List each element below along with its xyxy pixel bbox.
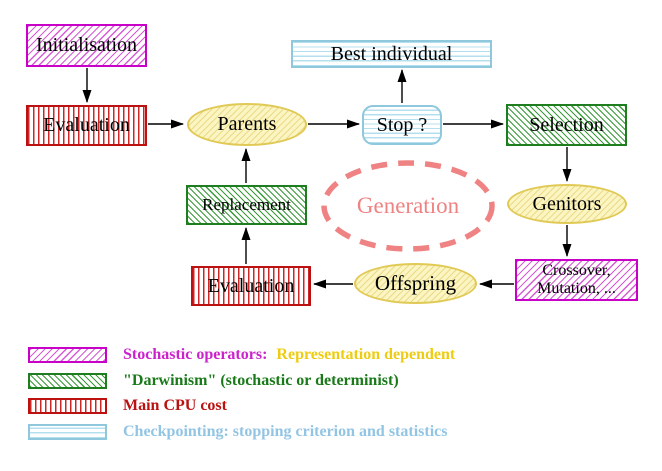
node-replacement: Replacement <box>186 185 307 225</box>
legend-label-cpu-cost: Main CPU cost <box>123 397 227 414</box>
legend-row-checkpointing: Checkpointing: stopping criterion and st… <box>28 424 447 440</box>
node-stop: Stop ? <box>362 105 442 145</box>
node-offspring: Offspring <box>354 263 477 304</box>
legend-swatch-checkpointing <box>28 424 107 440</box>
node-genitors: Genitors <box>507 184 627 224</box>
generation-dashed-ellipse <box>321 160 495 252</box>
legend-row-cpu-cost: Main CPU cost <box>28 398 227 414</box>
crossover-line2: Mutation, ... <box>537 280 616 297</box>
node-selection: Selection <box>506 104 627 146</box>
node-parents: Parents <box>187 103 307 146</box>
legend-label-checkpointing: Checkpointing: stopping criterion and st… <box>123 423 448 440</box>
legend-swatch-stochastic-operators <box>28 347 107 363</box>
crossover-line1: Crossover, <box>542 262 611 279</box>
legend-label-darwinism: "Darwinism" (stochastic or determinist) <box>123 372 399 389</box>
node-initialisation: Initialisation <box>26 24 147 67</box>
node-best-individual: Best individual <box>291 40 492 68</box>
node-crossover-mutation: Crossover, Mutation, ... <box>515 259 638 301</box>
node-evaluation-top: Evaluation <box>26 105 147 146</box>
legend-label-representation: Representation dependent <box>276 346 456 363</box>
legend-row-darwinism: "Darwinism" (stochastic or determinist) <box>28 373 399 389</box>
legend-swatch-cpu-cost <box>28 398 107 414</box>
legend-swatch-darwinism <box>28 373 107 389</box>
node-evaluation-bottom: Evaluation <box>191 266 311 306</box>
legend-row-stochastic: Stochastic operators: Representation dep… <box>28 347 455 363</box>
legend-label-stochastic: Stochastic operators: <box>123 346 268 363</box>
